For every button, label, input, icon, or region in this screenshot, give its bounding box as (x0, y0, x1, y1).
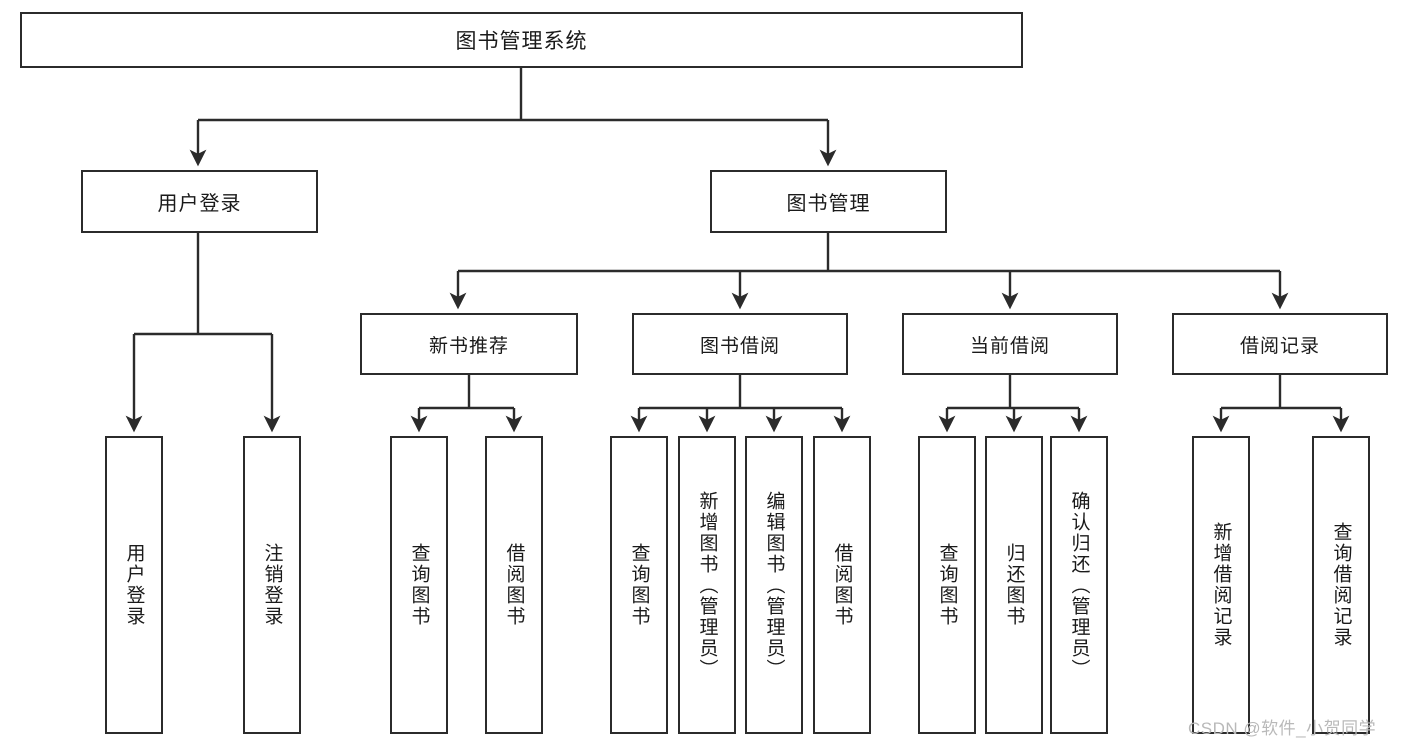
node-label: 借阅图书 (503, 543, 525, 627)
node-user-login[interactable]: 用户登录 (81, 170, 318, 233)
leaf-borrow-add-book-admin[interactable]: 新增图书（管理员） (678, 436, 736, 734)
leaf-recommend-query-book[interactable]: 查询图书 (390, 436, 448, 734)
leaf-borrow-borrow-book[interactable]: 借阅图书 (813, 436, 871, 734)
node-label: 用户登录 (157, 193, 242, 215)
node-borrow-record[interactable]: 借阅记录 (1172, 313, 1388, 375)
leaf-current-confirm-return-admin[interactable]: 确认归还（管理员） (1050, 436, 1108, 734)
leaf-record-query-record[interactable]: 查询借阅记录 (1312, 436, 1370, 734)
node-label: 新增借阅记录 (1210, 522, 1232, 648)
node-current-borrow[interactable]: 当前借阅 (902, 313, 1118, 375)
node-label: 查询图书 (628, 543, 650, 627)
node-new-book-recommend[interactable]: 新书推荐 (360, 313, 578, 375)
node-label: 归还图书 (1003, 543, 1025, 627)
leaf-record-add-record[interactable]: 新增借阅记录 (1192, 436, 1250, 734)
node-label: 编辑图书（管理员） (763, 490, 785, 680)
node-label: 注销登录 (261, 543, 283, 627)
leaf-user-logout[interactable]: 注销登录 (243, 436, 301, 734)
node-label: 借阅图书 (831, 543, 853, 627)
leaf-borrow-query-book[interactable]: 查询图书 (610, 436, 668, 734)
node-label: 当前借阅 (969, 335, 1050, 357)
node-label: 新书推荐 (428, 335, 509, 357)
node-label: 用户登录 (123, 543, 145, 627)
node-label: 确认归还（管理员） (1068, 490, 1090, 680)
node-book-management[interactable]: 图书管理 (710, 170, 947, 233)
node-label: 图书借阅 (699, 335, 780, 357)
node-label: 查询图书 (936, 543, 958, 627)
watermark-text: CSDN @软件_小贺同学 (1188, 719, 1377, 738)
node-label: 图书管理系统 (455, 30, 588, 53)
leaf-recommend-borrow-book[interactable]: 借阅图书 (485, 436, 543, 734)
leaf-current-return-book[interactable]: 归还图书 (985, 436, 1043, 734)
leaf-current-query-book[interactable]: 查询图书 (918, 436, 976, 734)
leaf-user-login[interactable]: 用户登录 (105, 436, 163, 734)
node-label: 查询图书 (408, 543, 430, 627)
node-book-borrow[interactable]: 图书借阅 (632, 313, 848, 375)
node-label: 借阅记录 (1239, 335, 1320, 357)
leaf-borrow-edit-book-admin[interactable]: 编辑图书（管理员） (745, 436, 803, 734)
node-label: 图书管理 (786, 193, 871, 215)
node-label: 新增图书（管理员） (696, 490, 718, 680)
node-label: 查询借阅记录 (1330, 522, 1352, 648)
node-root-system[interactable]: 图书管理系统 (20, 12, 1023, 68)
